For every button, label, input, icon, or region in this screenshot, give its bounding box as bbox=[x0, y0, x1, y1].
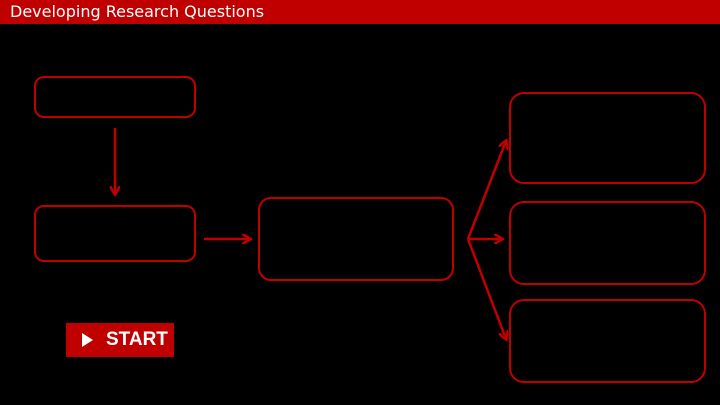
play-icon bbox=[82, 333, 93, 347]
flow-box-right-top bbox=[509, 92, 706, 184]
flow-box-center bbox=[258, 197, 454, 281]
start-button-label: START bbox=[106, 329, 168, 350]
start-button[interactable]: START bbox=[66, 323, 174, 357]
title-bar: Developing Research Questions bbox=[0, 0, 720, 24]
flow-box-top-left bbox=[34, 76, 196, 118]
page-title: Developing Research Questions bbox=[10, 2, 265, 21]
flow-box-right-bottom bbox=[509, 299, 706, 383]
flow-box-middle-left bbox=[34, 205, 196, 262]
flow-box-right-middle bbox=[509, 201, 706, 285]
arrow-to-right-top bbox=[466, 141, 506, 240]
arrow-to-right-bottom bbox=[466, 238, 506, 339]
